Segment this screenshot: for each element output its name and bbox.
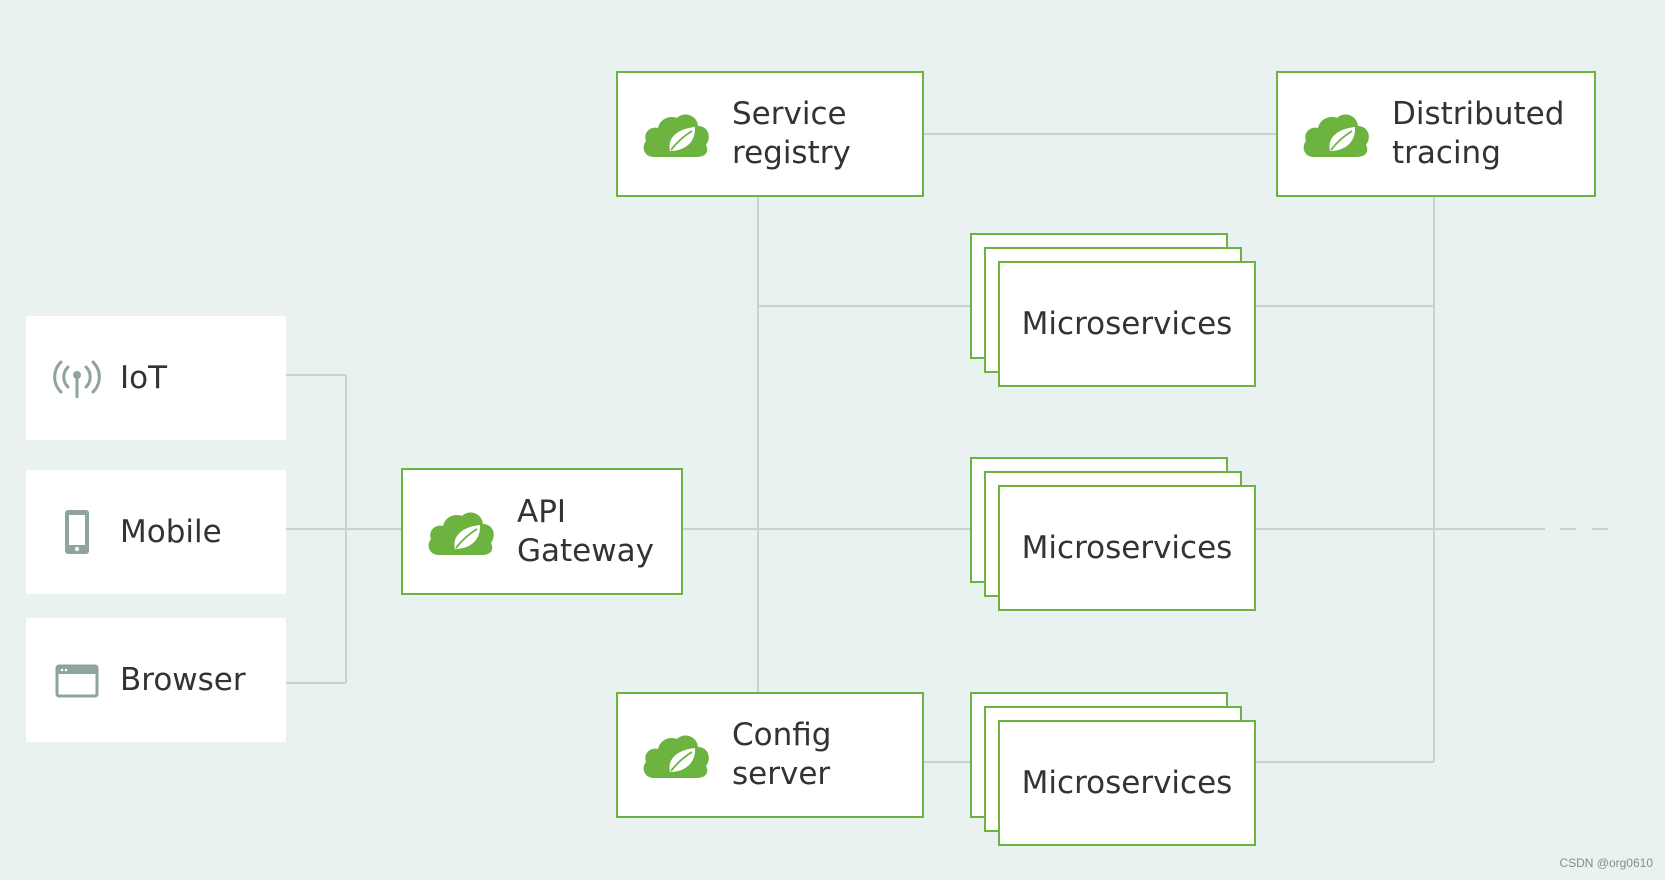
stack-layer-front: Microservices [998,720,1256,846]
client-browser: Browser [26,618,286,742]
client-iot: IoT [26,316,286,440]
spring-cloud-icon [428,512,494,555]
node-label: Distributed [1392,96,1565,132]
client-label: IoT [120,360,168,396]
stack-layer-front: Microservices [998,261,1256,387]
node-label: Gateway [517,532,654,569]
spring-cloud-icon [643,735,709,778]
microservices-label: Microservices [1021,530,1233,566]
node-label: Config [732,717,832,753]
stack-layer-front: Microservices [998,485,1256,611]
microservices-stack-middle: Microservices [970,457,1256,615]
mobile-phone-icon [52,510,102,554]
browser-window-icon [52,660,102,700]
service-registry-box: Service registry [616,71,924,197]
microservices-stack-top: Microservices [970,233,1256,391]
client-label: Browser [120,662,246,698]
microservices-stack-bottom: Microservices [970,692,1256,850]
api-gateway-box: API Gateway [401,468,683,595]
client-mobile: Mobile [26,470,286,594]
node-label: registry [732,135,851,171]
node-label: Service [732,96,847,132]
spring-cloud-icon [1303,114,1369,157]
node-label: tracing [1392,135,1501,171]
config-server-box: Config server [616,692,924,818]
microservices-label: Microservices [1021,765,1233,801]
spring-cloud-icon [643,114,709,157]
client-label: Mobile [120,514,222,550]
node-label: API [517,493,567,530]
distributed-tracing-box: Distributed tracing [1276,71,1596,197]
antenna-icon [52,358,102,398]
microservices-label: Microservices [1021,306,1233,342]
node-label: server [732,756,831,792]
watermark: CSDN @org0610 [1559,856,1653,870]
